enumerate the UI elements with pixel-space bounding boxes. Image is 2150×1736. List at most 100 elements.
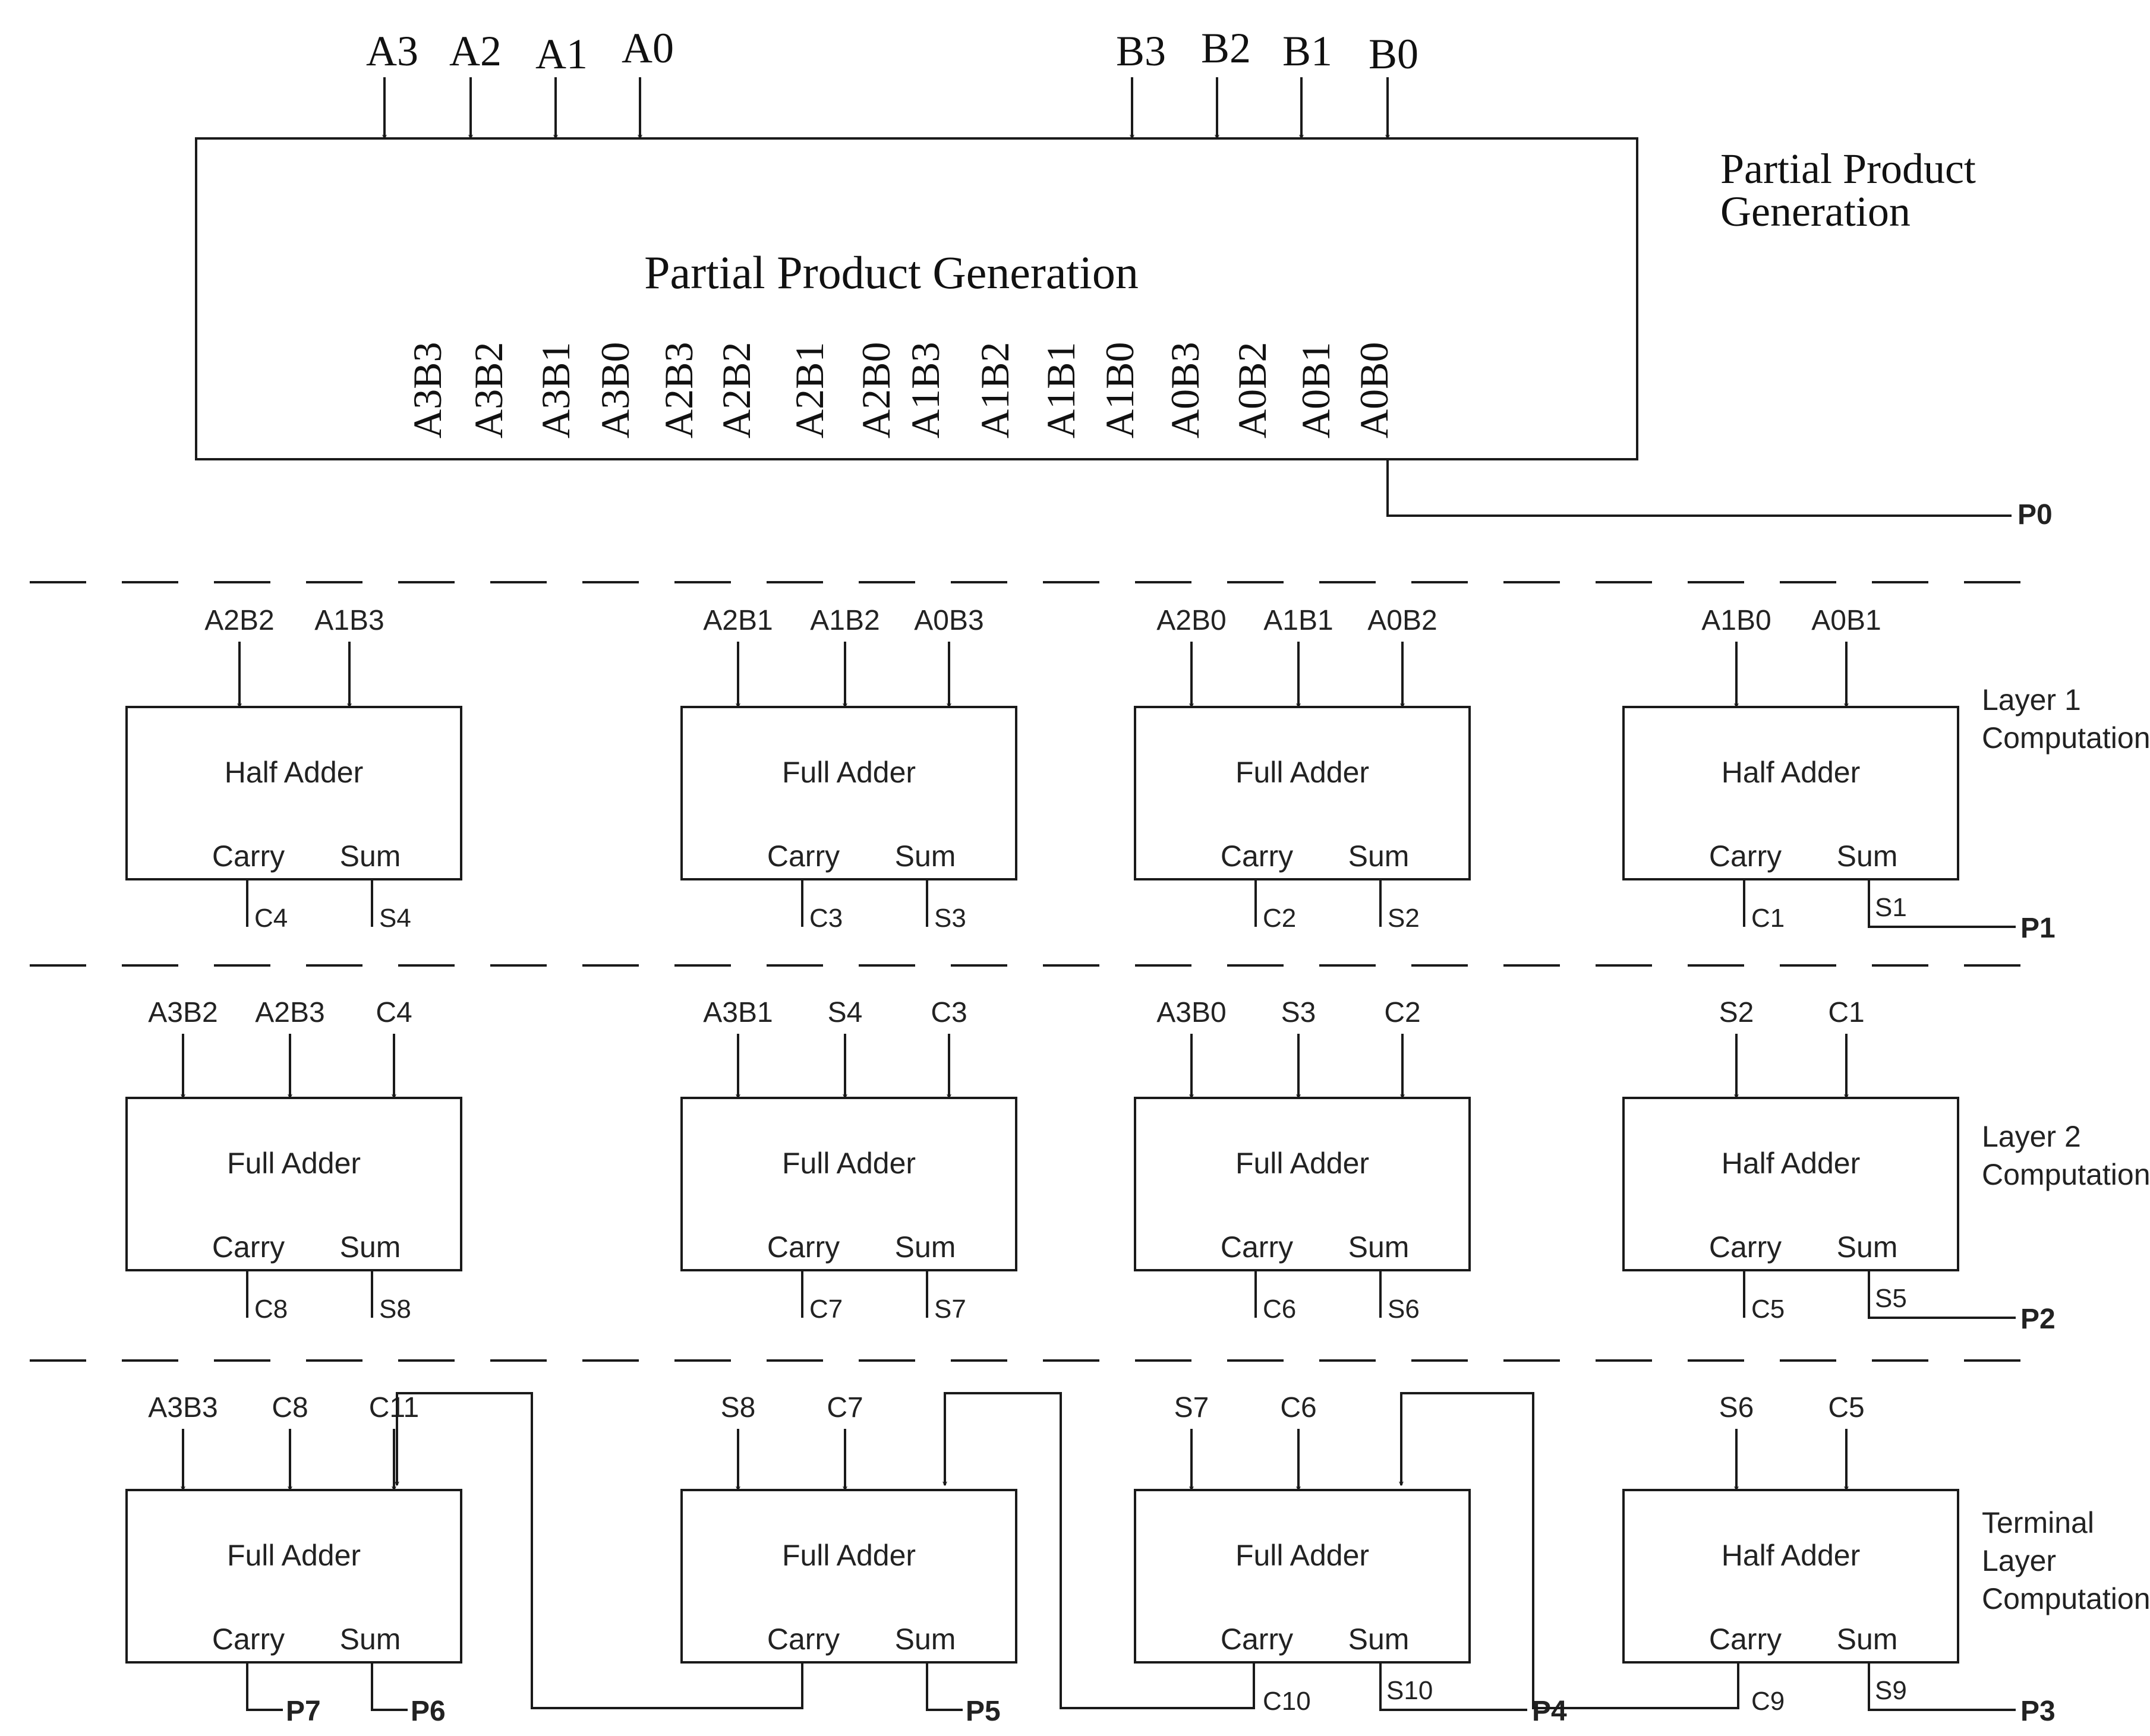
sum-label: Sum <box>895 1230 956 1264</box>
partial-product-label: A3B1 <box>533 342 578 438</box>
adder-outline <box>1134 1097 1471 1271</box>
sum-out-label: S9 <box>1875 1676 1907 1705</box>
adder-input-label: A2B3 <box>255 997 324 1028</box>
adder-type-label: Full Adder <box>782 756 916 789</box>
adder-input-label: A0B2 <box>1367 605 1437 636</box>
adder-input-label: A2B0 <box>1156 605 1226 636</box>
sum-label: Sum <box>1348 1230 1410 1264</box>
input-a3: A3 <box>366 27 418 75</box>
sum-out-wire <box>1868 1662 2016 1711</box>
partial-product-label: A2B1 <box>787 342 832 438</box>
terminal-routing <box>397 1392 1739 1709</box>
adder-input-label: A0B3 <box>914 605 983 636</box>
sum-label: Sum <box>340 839 401 873</box>
partial-product-label: A3B0 <box>592 342 638 438</box>
p0-wire <box>1386 459 2012 517</box>
adder-input-label: C6 <box>1280 1392 1316 1423</box>
partial-product-box <box>195 137 1638 460</box>
adder-input-label: C8 <box>272 1392 308 1423</box>
adder-outline <box>1622 1489 1959 1664</box>
partial-product-label: A1B1 <box>1038 342 1083 438</box>
input-b2: B2 <box>1201 24 1251 72</box>
sum-out-wire <box>1379 1662 1527 1711</box>
adder-type-label: Full Adder <box>1235 1539 1369 1572</box>
wire-c10 <box>945 1392 1255 1709</box>
adder-input-label: C11 <box>369 1392 420 1423</box>
product-out-label: P3 <box>2020 1696 2056 1727</box>
adder-type-label: Half Adder <box>225 756 363 789</box>
product-out-label: P1 <box>2020 913 2056 944</box>
sum-out-wire <box>1868 1270 2016 1319</box>
partial-product-block: Partial Product Generation A3 A2 A1 A0 B… <box>195 24 2053 531</box>
adder-input-label: A1B3 <box>314 605 384 636</box>
adder-input-label: A1B1 <box>1263 605 1333 636</box>
adder-input-label: S3 <box>1281 997 1316 1028</box>
partial-product-title: Partial Product Generation <box>644 247 1139 298</box>
adder-type-label: Half Adder <box>1722 1539 1860 1572</box>
partial-product-label: A1B2 <box>972 342 1017 438</box>
input-a1: A1 <box>535 30 588 78</box>
adder-input-label: S7 <box>1174 1392 1209 1423</box>
partial-product-label: A0B1 <box>1293 342 1338 438</box>
sum-out-label: P5 <box>966 1696 1001 1727</box>
carry-label: Carry <box>767 1623 840 1656</box>
adder-type-label: Full Adder <box>1235 756 1369 789</box>
carry-label: Carry <box>767 839 840 873</box>
input-b1: B1 <box>1282 27 1332 75</box>
product-out-label: P4 <box>1532 1696 1567 1727</box>
sum-out-label: S7 <box>934 1295 966 1324</box>
input-b0: B0 <box>1369 30 1418 78</box>
sum-label: Sum <box>1837 1623 1898 1656</box>
adder-outline <box>1134 706 1471 880</box>
partial-product-label: A0B0 <box>1351 342 1396 438</box>
carry-label: Carry <box>1709 1230 1782 1264</box>
sum-out-label: S3 <box>934 904 966 933</box>
side-label-partial-product: Partial Product Generation <box>1720 145 1987 235</box>
partial-product-label: A3B3 <box>405 342 450 438</box>
adder-input-label: A1B0 <box>1701 605 1771 636</box>
sum-out-label: S1 <box>1875 893 1907 922</box>
adder-outline <box>125 706 462 880</box>
output-p0: P0 <box>2017 499 2053 531</box>
adder-outline <box>125 1097 462 1271</box>
sum-out-label: S2 <box>1388 904 1420 933</box>
sum-out-label: S6 <box>1388 1295 1420 1324</box>
partial-product-label: A0B3 <box>1162 342 1208 438</box>
carry-out-label: C6 <box>1263 1295 1296 1324</box>
adder-type-label: Full Adder <box>1235 1147 1369 1180</box>
carry-out-label: C1 <box>1751 904 1785 933</box>
adder-input-label: S4 <box>828 997 863 1028</box>
carry-out-label: C10 <box>1263 1687 1311 1716</box>
sum-out-wire <box>926 1662 963 1711</box>
sum-label: Sum <box>1837 1230 1898 1264</box>
adder-type-label: Full Adder <box>227 1539 361 1572</box>
partial-product-label: A2B3 <box>656 342 701 438</box>
adder-outline <box>125 1489 462 1664</box>
input-a0: A0 <box>622 24 674 72</box>
adder-input-label: A3B3 <box>148 1392 217 1423</box>
adder-outline <box>1622 706 1959 880</box>
adder-input-label: A2B2 <box>204 605 274 636</box>
carry-label: Carry <box>767 1230 840 1264</box>
carry-out-wire <box>246 1662 283 1711</box>
sum-label: Sum <box>1348 1623 1410 1656</box>
partial-product-label: A1B3 <box>903 342 948 438</box>
carry-label: Carry <box>1221 1623 1293 1656</box>
sum-out-label: S5 <box>1875 1284 1907 1313</box>
partial-product-label: A0B2 <box>1230 342 1275 438</box>
adder-input-label: C7 <box>827 1392 863 1423</box>
sum-out-label: S8 <box>379 1295 411 1324</box>
